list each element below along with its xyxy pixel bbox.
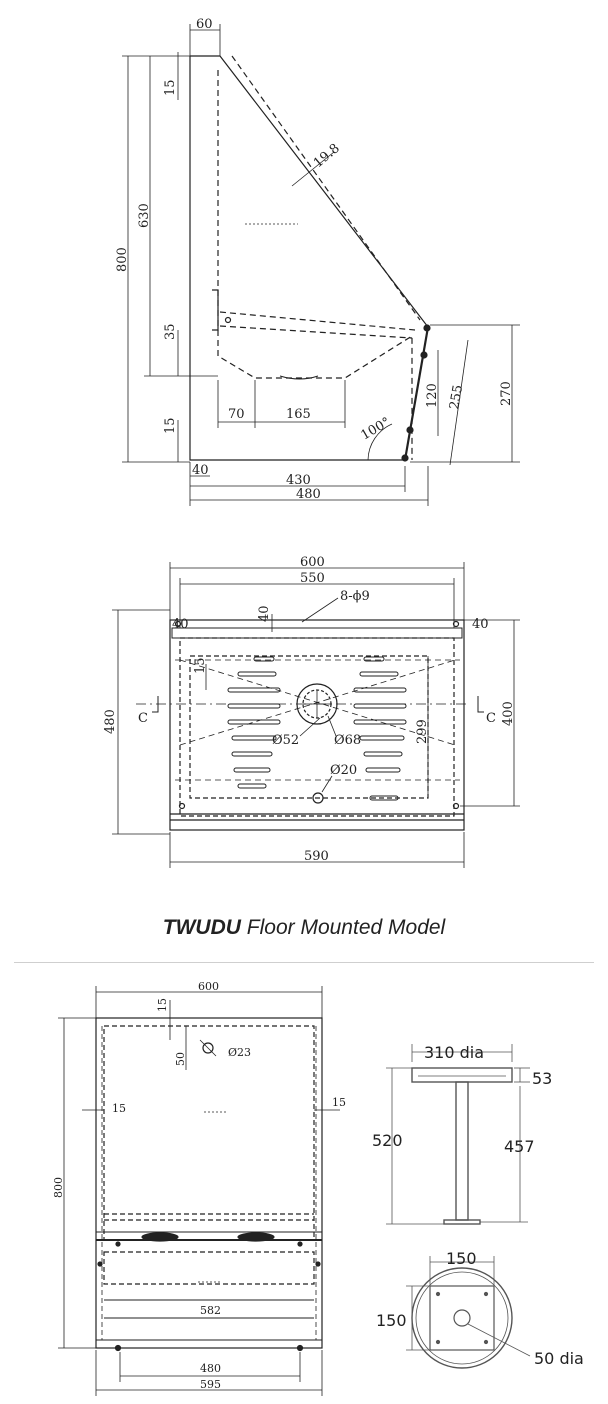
dim-40-right: 40 [472,617,489,632]
dim-100-deg: 100° [359,415,394,444]
section-divider [14,962,594,963]
section-mark-right: C [486,711,496,726]
dim-35: 35 [163,323,178,340]
front-view-labels: 600 15 50 Ø23 15 15 800 582 480 595 [52,980,346,1391]
dim-50-front: 50 [174,1052,187,1066]
dim-590: 590 [304,849,329,864]
dim-d52: Ø52 [272,733,299,748]
model-name: Floor Mounted Model [246,916,446,939]
dim-457: 457 [504,1137,535,1156]
dim-15-front-top: 15 [156,998,169,1012]
dim-15-front-left: 15 [112,1102,126,1115]
pedestal-column [455,1081,469,1221]
top-view [112,562,520,868]
dim-520: 520 [372,1131,403,1150]
dim-19-8: 19.8 [311,141,343,171]
pedestal-base-outer [411,1267,513,1369]
dim-600: 600 [300,555,325,570]
grate-slots [227,656,407,801]
top-view-outline [169,619,465,831]
dim-800-front: 800 [52,1177,65,1198]
dim-8-holes: 8-ϕ9 [340,589,370,604]
pedestal-top-plate [411,1067,513,1083]
dim-15-grate: 15 [193,657,208,674]
dim-120: 120 [425,383,440,408]
dim-430: 430 [286,473,311,488]
dim-15-bottom: 15 [163,417,178,434]
dim-800: 800 [115,247,130,272]
dim-165: 165 [286,407,311,422]
dim-400: 400 [501,701,516,726]
pedestal-labels: 310 dia 53 520 457 150 150 50 dia [372,1043,584,1368]
pedestal-center-hole [453,1309,471,1327]
dim-595: 595 [200,1378,221,1391]
side-view-labels: 60 15 19.8 630 800 35 70 165 15 100° 120… [115,17,514,502]
dim-582: 582 [200,1304,221,1317]
dim-53: 53 [532,1069,552,1088]
dim-255: 255 [447,384,466,411]
side-view-outline [189,55,429,461]
dim-15-top: 15 [163,79,178,96]
dim-40-left: 40 [172,617,189,632]
model-caption: TWUDU Floor Mounted Model [0,916,608,940]
dim-310-dia: 310 dia [424,1043,484,1062]
dim-40: 40 [192,463,209,478]
dim-40-center: 40 [257,605,272,622]
dim-d23: Ø23 [228,1046,251,1059]
dim-600-front: 600 [198,980,219,993]
side-view [122,24,520,506]
brand-name: TWUDU [162,916,241,939]
dim-50-dia: 50 dia [534,1349,584,1368]
front-view [58,986,340,1396]
dim-299: 299 [415,719,430,744]
dim-550: 550 [300,571,325,586]
dim-480-front: 480 [200,1362,221,1375]
dim-480: 480 [296,487,321,502]
front-view-outline [95,1017,323,1349]
dim-60: 60 [196,17,213,32]
dim-480-depth: 480 [103,709,118,734]
section-mark-left: C [138,711,148,726]
pedestal-base-plate [429,1285,495,1351]
dim-270: 270 [499,381,514,406]
dim-150-left: 150 [376,1311,407,1330]
pedestal [386,1044,531,1369]
dim-150-top: 150 [446,1249,477,1268]
dim-630: 630 [137,203,152,228]
dim-d20: Ø20 [330,763,357,778]
dim-d68: Ø68 [334,733,361,748]
dim-15-front-right: 15 [332,1096,346,1109]
top-view-labels: 600 550 8-ϕ9 40 40 40 480 400 15 299 Ø52… [103,555,516,864]
dim-70: 70 [228,407,245,422]
